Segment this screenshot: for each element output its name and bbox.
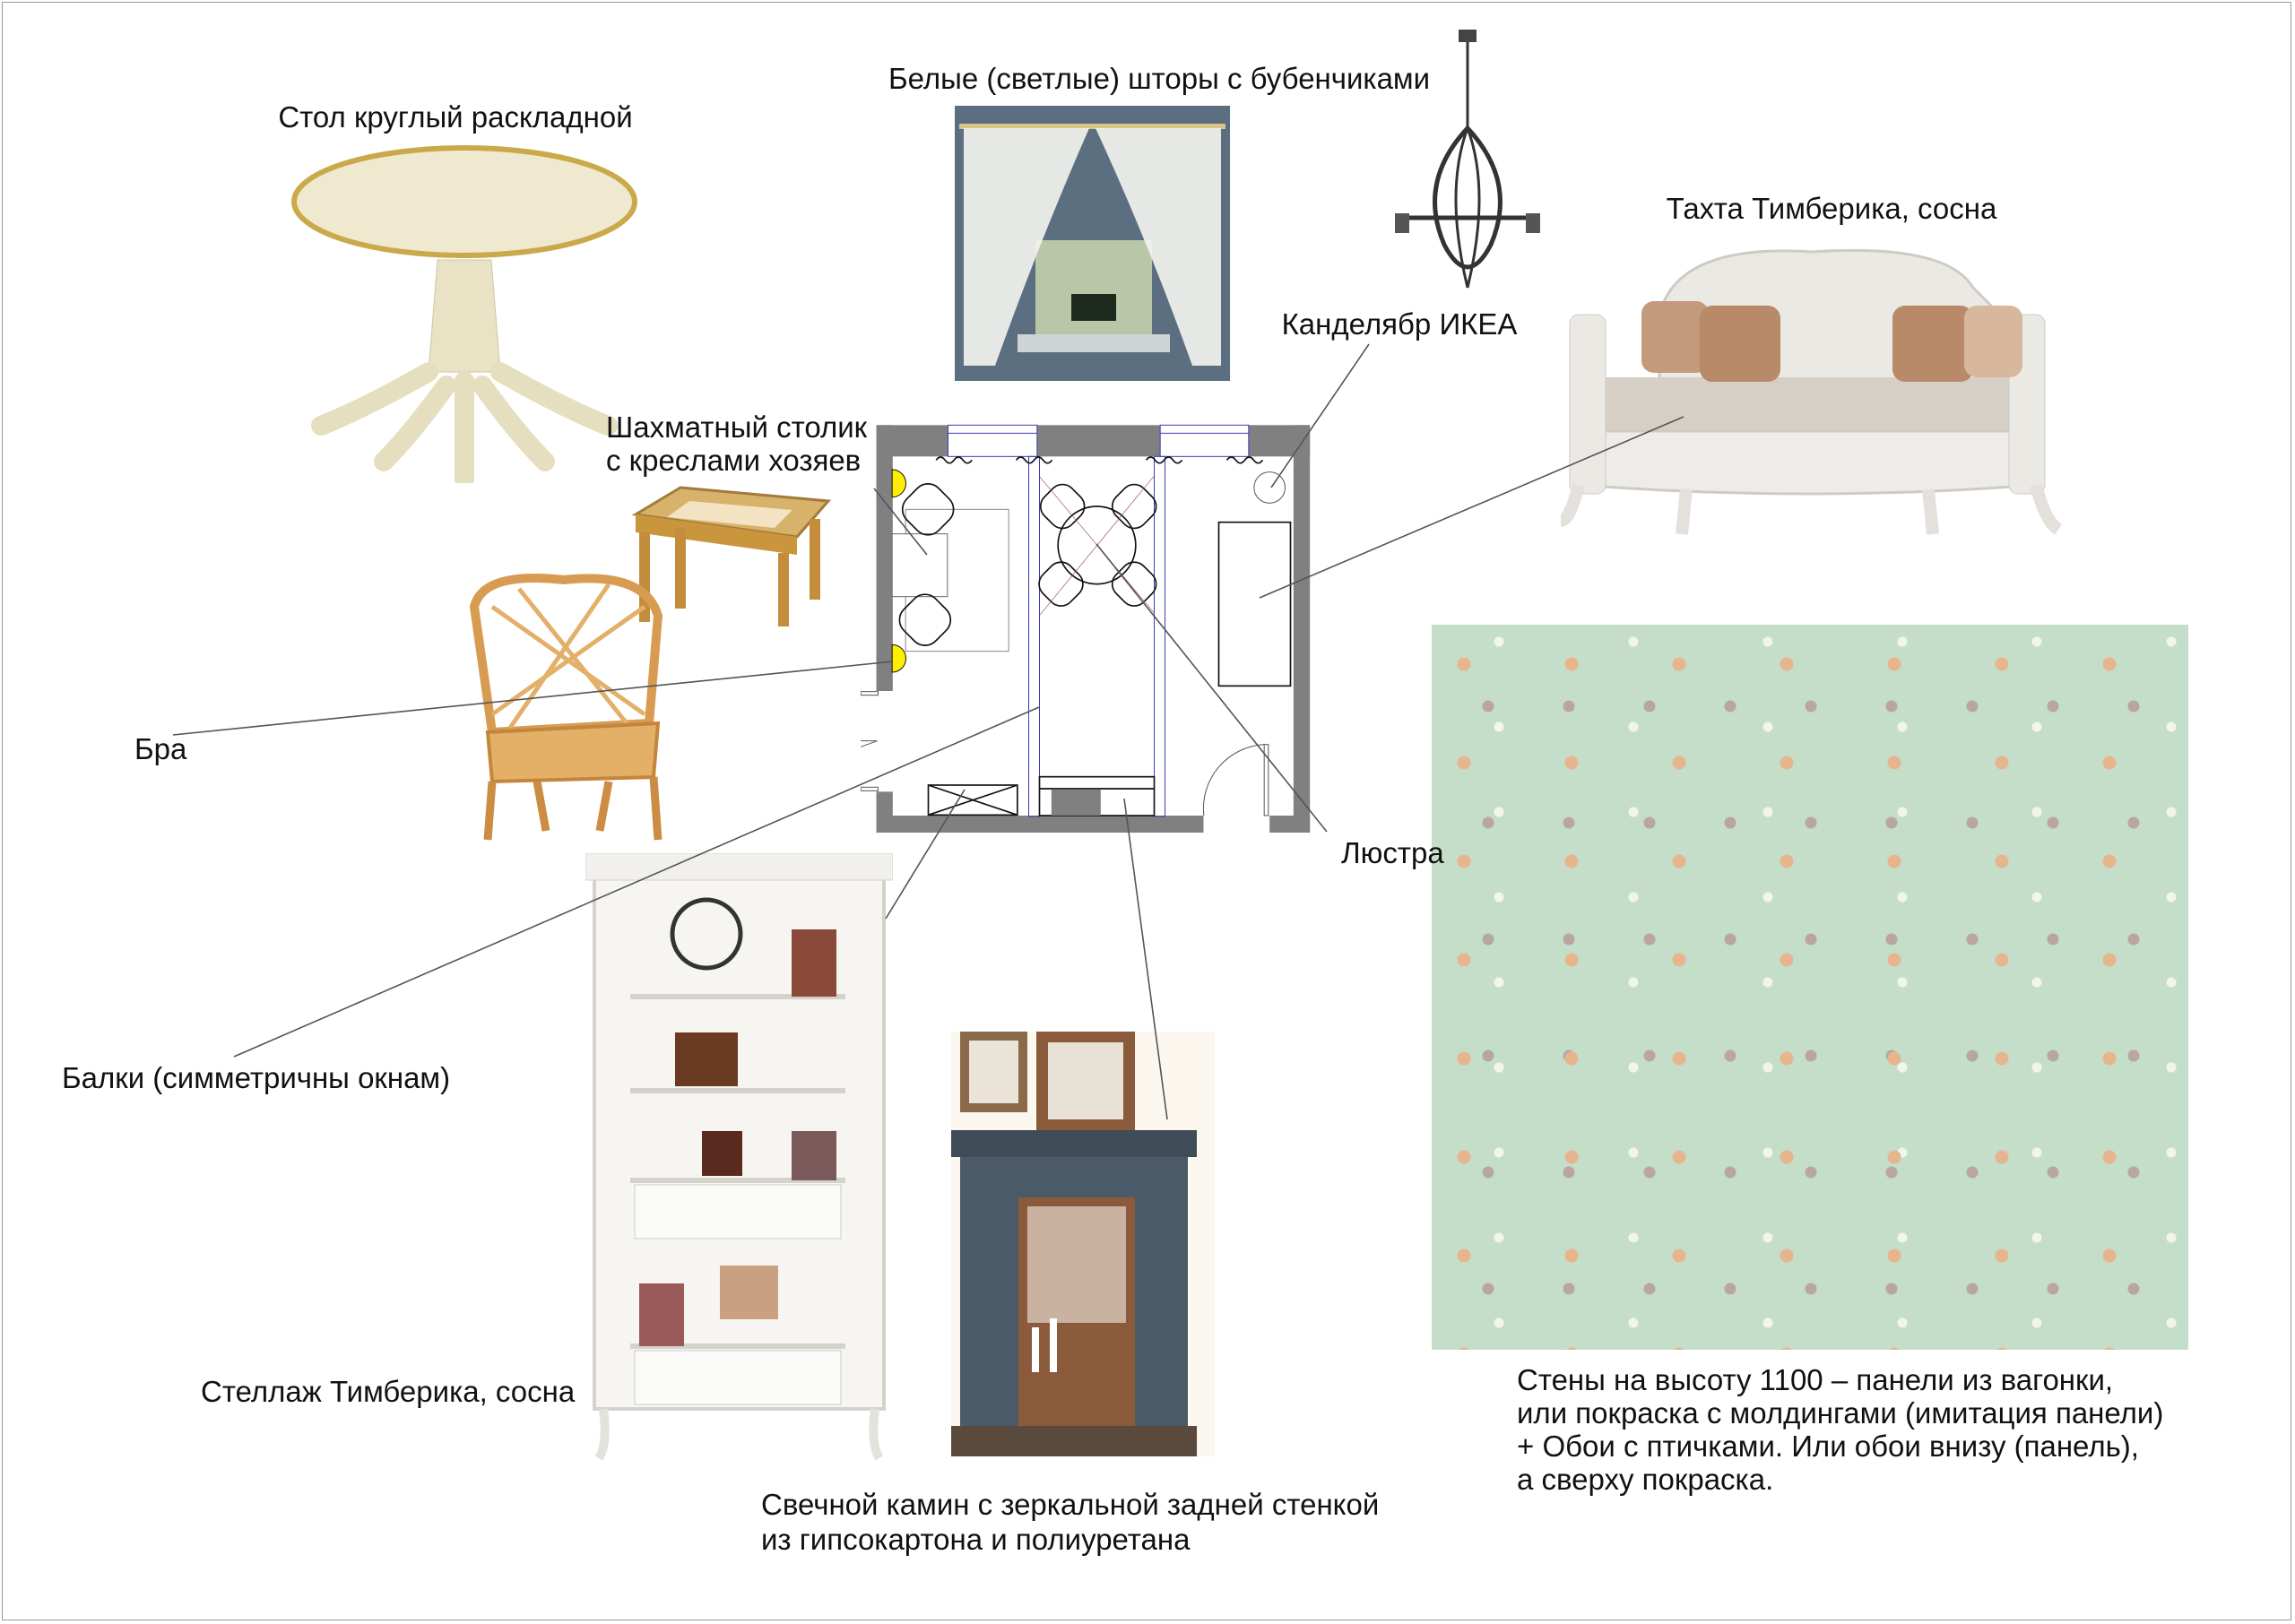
label-walls-3: + Обои с птичками. Или обои внизу (панел… (1517, 1430, 2139, 1463)
daybed-photo (1552, 234, 2064, 541)
bird-wallpaper-sample (1432, 625, 2188, 1350)
label-walls-2: или покраска с молдингами (имитация пане… (1517, 1396, 2164, 1430)
chess-table-photo (627, 483, 832, 629)
label-beams: Балки (симметричны окнам) (62, 1061, 451, 1094)
label-bookcase: Стеллаж Тимберика, сосна (201, 1375, 576, 1408)
label-chandelier: Люстра (1341, 836, 1444, 869)
wicker-chair-photo (465, 571, 671, 846)
label-chess-table-2: с креслами хозяев (606, 444, 862, 477)
round-table-photo (285, 139, 644, 483)
bookcase-photo (585, 853, 893, 1464)
floor-plan (861, 403, 1329, 851)
label-daybed: Тахта Тимберика, сосна (1666, 192, 1997, 225)
label-fireplace-1: Свечной камин с зеркальной задней стенко… (761, 1488, 1380, 1521)
label-walls-4: а сверху покраска. (1517, 1463, 1774, 1496)
label-candelabra: Канделябр ИКЕА (1281, 307, 1518, 341)
label-fireplace-2: из гипсокартона и полиуретана (761, 1523, 1191, 1556)
curtains-photo (955, 106, 1230, 381)
label-chess-table-1: Шахматный столик (606, 410, 868, 444)
label-round-table: Стол круглый раскладной (278, 100, 633, 134)
label-walls-1: Стены на высоту 1100 – панели из вагонки… (1517, 1363, 2114, 1396)
candelabra-photo (1390, 30, 1545, 293)
fireplace-photo (951, 1032, 1215, 1456)
label-sconce: Бра (134, 732, 187, 765)
label-curtains: Белые (светлые) шторы с бубенчиками (888, 62, 1431, 95)
